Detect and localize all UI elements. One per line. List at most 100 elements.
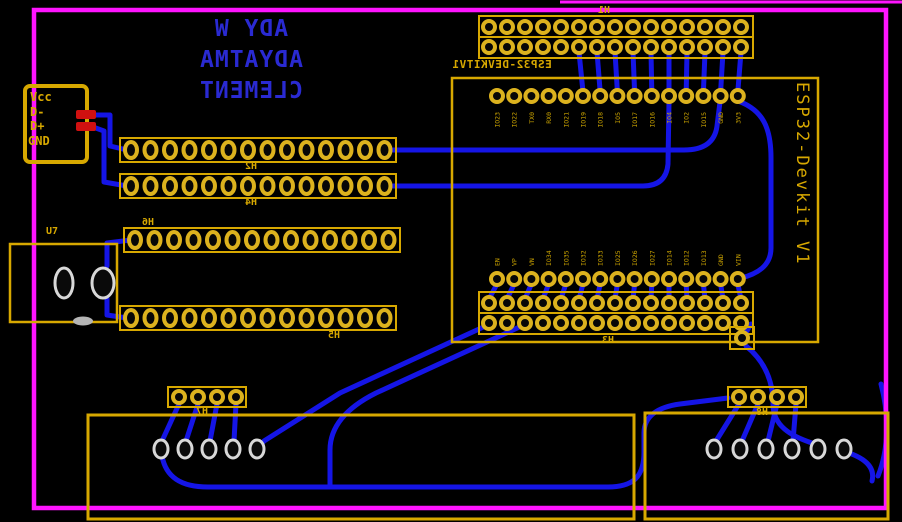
h4-row-pad	[142, 176, 159, 196]
module-bottom-row-pad	[678, 271, 695, 287]
top-header-row1-pad	[499, 19, 515, 35]
h3-row2-pad	[481, 315, 497, 331]
trace	[735, 98, 774, 281]
h5-row-pad	[259, 308, 276, 328]
module-top-row-pad	[523, 88, 540, 104]
pin-label: IO5	[614, 112, 622, 124]
h4-row-pad	[259, 176, 276, 196]
board-outline	[31, 7, 889, 511]
bottom-right-ovals-pad	[809, 438, 827, 460]
bottom-left-ovals-pad	[200, 438, 218, 460]
pin-label: VP	[511, 258, 519, 266]
silkscreen	[8, 76, 890, 521]
author-line3: CLEMENT	[199, 78, 303, 104]
h3-row1-pad	[553, 295, 569, 311]
h2-row-pad	[162, 140, 178, 160]
h6-row-pad	[263, 230, 280, 250]
module-top-row-pad	[540, 88, 557, 104]
usb-pad-red	[76, 110, 96, 119]
usb-pin-dplus: D+	[30, 119, 45, 133]
h8-row-pad	[788, 389, 804, 405]
trace	[713, 401, 742, 444]
module-top-row-pad	[661, 88, 677, 104]
trace	[207, 401, 220, 444]
h7-row-pad	[228, 389, 244, 405]
pin-label: IO22	[511, 112, 519, 128]
h5-row-outline	[119, 305, 397, 331]
module-bottom-row-pad	[592, 271, 609, 287]
h2-row-pad	[279, 140, 295, 160]
h3-row2-pad	[679, 315, 695, 331]
h7-row-pad	[171, 389, 187, 405]
module-bottom-row-pad	[712, 271, 729, 287]
h6-row-pad	[205, 230, 221, 250]
pin-label: 3V3	[734, 112, 742, 124]
top-header-row1-pad	[733, 19, 749, 35]
top-header-row1-pad	[553, 19, 569, 35]
h7-row-pad	[209, 389, 225, 405]
h4-row-pad	[123, 176, 139, 196]
module-bottom-row-pad	[489, 271, 505, 287]
pin-label: IO17	[631, 112, 639, 128]
pin-label: IO19	[580, 112, 588, 128]
h6-row-pad	[302, 230, 319, 250]
h3-row1-pad	[499, 295, 515, 311]
module-bottom-row-pad	[540, 271, 557, 287]
usb-pad-red	[76, 122, 96, 131]
pin-label: IO33	[597, 250, 605, 266]
trace	[743, 343, 820, 450]
ref-h7: H7	[196, 406, 209, 417]
h4-row-pad	[181, 176, 198, 196]
h4-row-pad	[357, 176, 373, 196]
h2-row-pad	[376, 140, 393, 160]
h8-row-outline	[727, 386, 807, 408]
square-pad	[729, 326, 755, 350]
h4-row-pad	[220, 176, 237, 196]
module-bottom-row-pad	[643, 271, 660, 287]
bottom-right-ovals	[705, 438, 853, 460]
module-top-row-pad	[506, 88, 523, 104]
pin-label: IO16	[648, 112, 656, 128]
h4-row	[119, 173, 397, 199]
h3-row1-pad	[733, 295, 749, 311]
trace	[159, 401, 182, 444]
h7-row-pad	[190, 389, 206, 405]
esp32-side-label: ESP32-Devkit V1	[792, 82, 812, 266]
trace	[159, 395, 731, 490]
top-header-row2-pad	[733, 39, 749, 55]
module-top-row-pad	[575, 88, 591, 104]
top-header-row2-pad	[589, 39, 605, 55]
module-top-row-pad	[712, 88, 729, 104]
top-header-row1-pad	[643, 19, 659, 35]
top-header-row1-pad	[697, 19, 713, 35]
h3-row1-pad	[535, 295, 551, 311]
h3-row2-pad	[535, 315, 551, 331]
square-pad-pad	[734, 330, 750, 346]
pin-label: VN	[528, 258, 536, 266]
h3-row1-pad	[697, 295, 713, 311]
pin-label: IO23	[494, 112, 502, 128]
h4-row-pad	[337, 176, 354, 196]
ref-h6: H6	[142, 217, 155, 228]
h3-row2-pad	[697, 315, 713, 331]
pin-label: RX0	[545, 112, 553, 124]
module-top-row-pad	[678, 88, 695, 104]
top-header-row1-pad	[589, 19, 605, 35]
usb-pin-dminus: D-	[30, 105, 45, 119]
h5-row-pad	[298, 308, 315, 328]
module-top-row-pad	[626, 88, 643, 104]
h6-row-pad	[224, 230, 241, 250]
h2-row-outline	[119, 137, 397, 163]
module-bottom-row-pad	[626, 271, 643, 287]
author-line1: ADY W	[213, 16, 289, 42]
trace	[183, 401, 201, 444]
top-header-row1-pad	[715, 19, 731, 35]
h5-row-pad	[376, 308, 393, 328]
module-bottom-row-pad	[506, 271, 523, 287]
h4-row-pad	[279, 176, 295, 196]
top-header-row1-pad	[571, 19, 587, 35]
pin-label: IO4	[666, 112, 674, 124]
h5-row-pad	[220, 308, 237, 328]
